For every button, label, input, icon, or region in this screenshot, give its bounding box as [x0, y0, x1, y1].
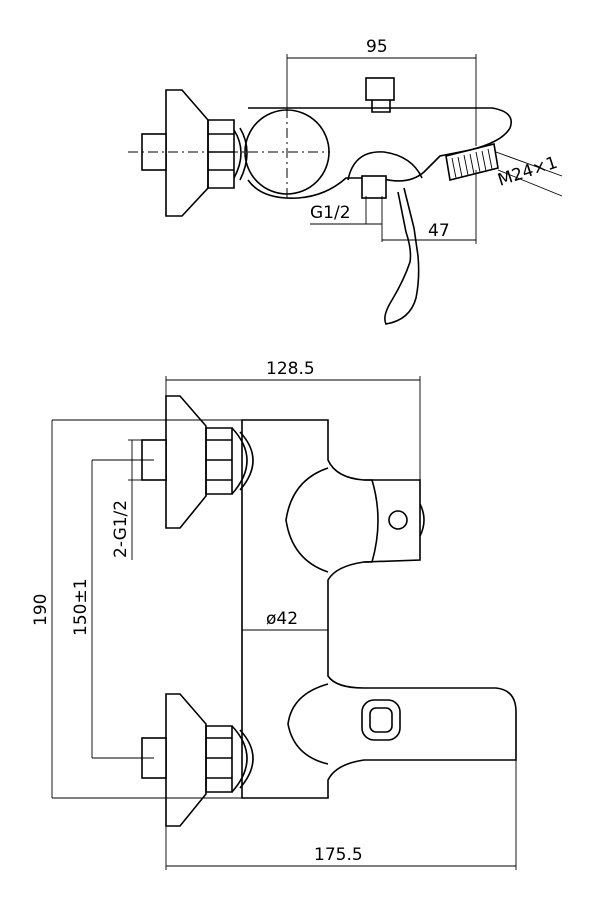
upper-flange — [165, 395, 207, 529]
outlet-pipe — [445, 143, 499, 181]
upper-dome — [285, 467, 329, 573]
lower-flange — [165, 693, 207, 827]
lever-stem — [361, 175, 387, 199]
diverter-knob — [365, 77, 395, 101]
upper-hex-nut — [205, 427, 233, 495]
temp-handle — [364, 479, 379, 563]
lower-dome — [287, 683, 329, 765]
dim-1285-label: 128.5 — [266, 359, 315, 379]
dim-190-label: 190 — [31, 594, 51, 626]
mixer-body — [247, 107, 512, 199]
outlet-hatch — [451, 148, 493, 179]
hex-nut — [207, 119, 235, 189]
diverter-stem — [371, 100, 391, 113]
connector-ring — [233, 127, 248, 181]
dim-g12-label: G1/2 — [310, 203, 351, 223]
lower-connector — [231, 725, 254, 793]
dim-1755-label: 175.5 — [314, 845, 363, 865]
dim-2g12-label: 2-G1/2 — [111, 500, 131, 558]
upper-connector — [231, 427, 254, 495]
spout-dome — [347, 151, 423, 181]
temp-handle-dot — [388, 510, 408, 530]
front-body — [241, 419, 517, 799]
dim-150-label: 150±1 — [71, 578, 91, 636]
lever-handle — [384, 187, 420, 325]
dim-m24-label: M24×1 — [495, 153, 560, 191]
top-view: 95 G1/2 47 M24×1 — [128, 37, 563, 325]
dim-47-label: 47 — [428, 221, 450, 241]
front-view: 128.5 190 150±1 2-G1/2 ø42 175.5 — [31, 359, 517, 870]
dim-m24-leader — [495, 151, 563, 177]
wall-flange — [165, 89, 209, 217]
dim-m24-leader2 — [497, 169, 563, 197]
dim-42-label: ø42 — [266, 609, 298, 629]
diverter-knob-front — [361, 699, 401, 741]
lower-hex-nut — [205, 725, 233, 793]
diverter-knob-inner — [369, 707, 393, 733]
temp-handle-cap — [419, 503, 425, 537]
dim-95-label: 95 — [366, 37, 388, 57]
